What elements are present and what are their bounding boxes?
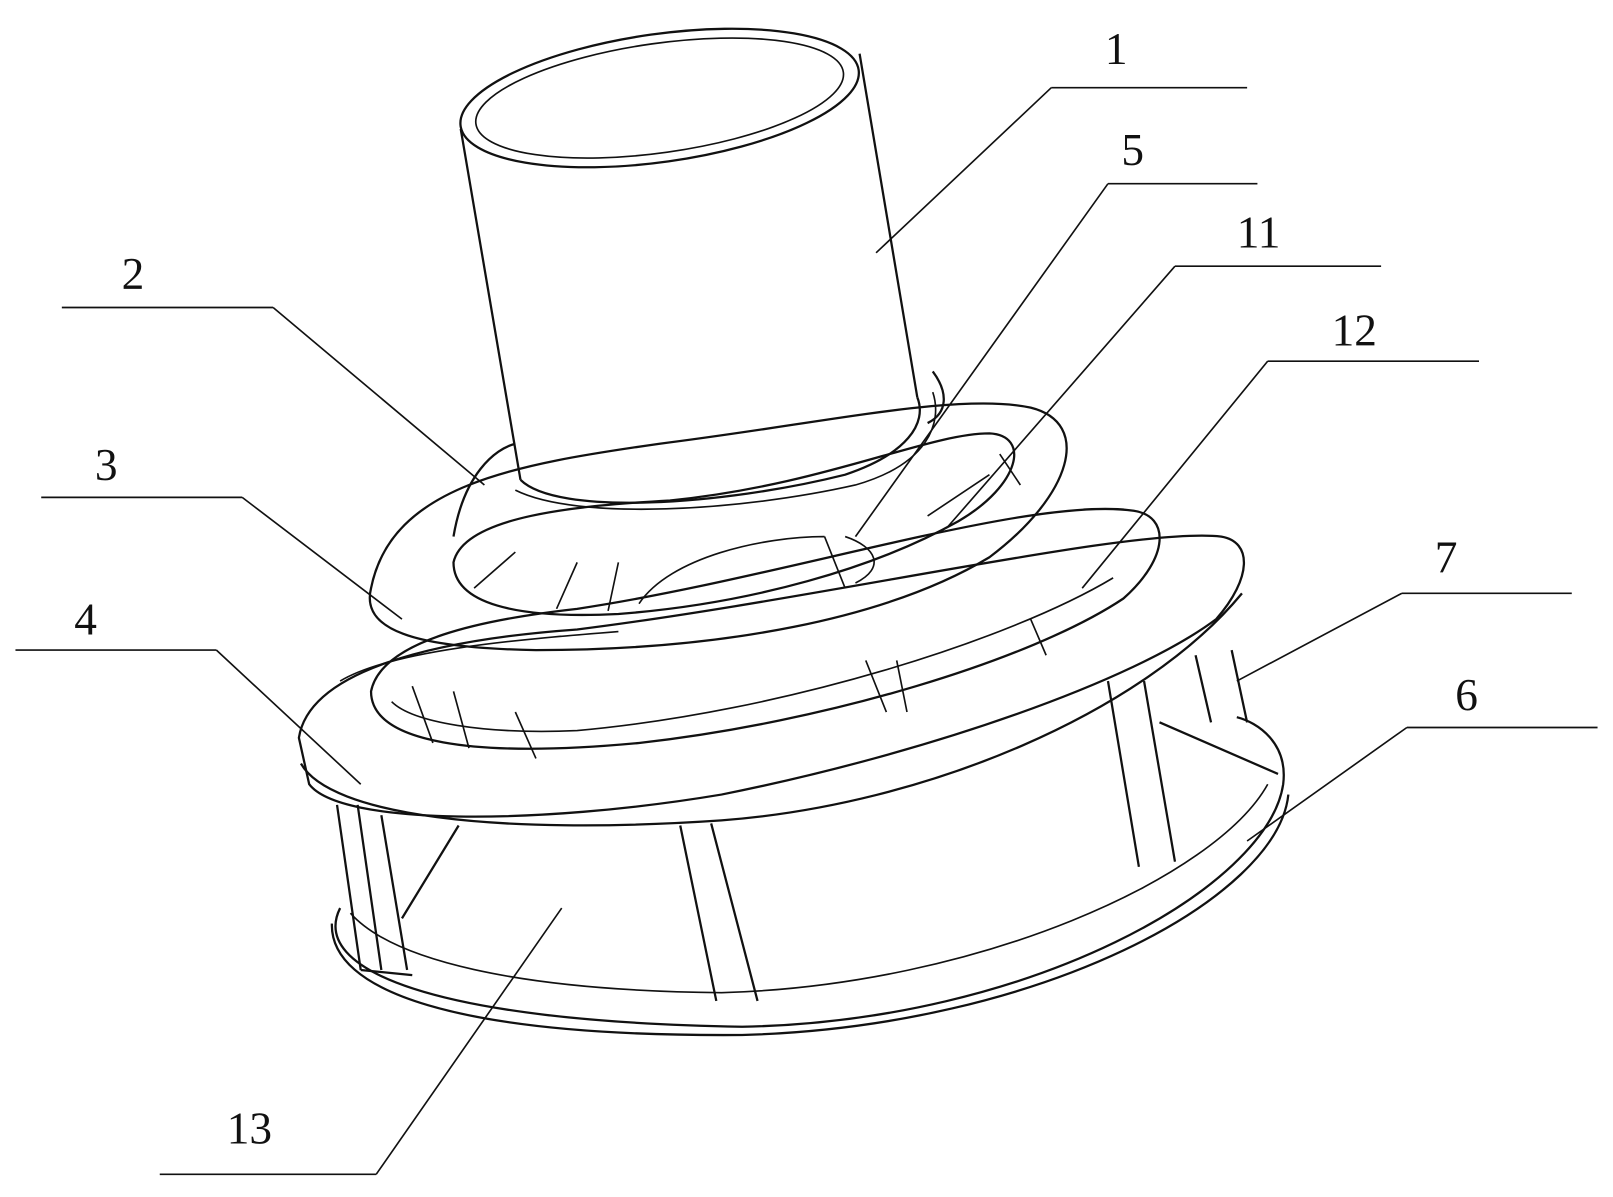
cylinder xyxy=(459,27,937,511)
label-7: 7 xyxy=(1435,533,1458,583)
callouts: 1 5 11 12 7 6 2 3 4 13 xyxy=(15,24,1598,1176)
support-legs xyxy=(335,649,1279,1002)
bottom-ring xyxy=(330,716,1290,1037)
label-1: 1 xyxy=(1105,24,1128,74)
label-2: 2 xyxy=(122,249,145,299)
label-13: 13 xyxy=(227,1103,272,1153)
middle-ring xyxy=(368,402,1161,759)
label-5: 5 xyxy=(1121,125,1144,175)
label-12: 12 xyxy=(1332,306,1377,356)
label-6: 6 xyxy=(1455,670,1478,720)
label-4: 4 xyxy=(74,595,97,645)
label-3: 3 xyxy=(95,440,118,490)
flange xyxy=(297,534,1246,827)
label-11: 11 xyxy=(1237,208,1281,258)
